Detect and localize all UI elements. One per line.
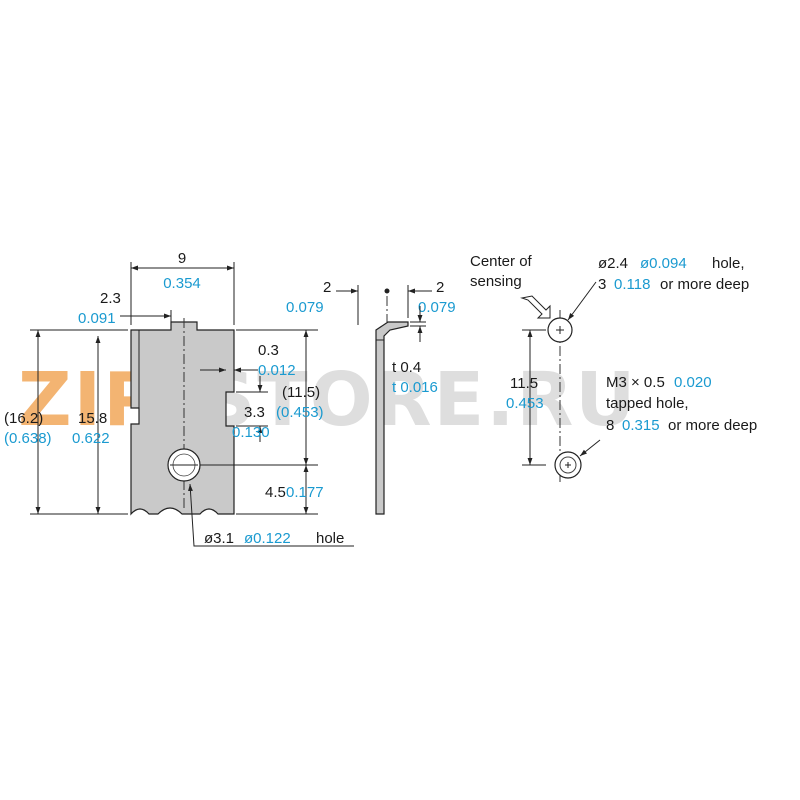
center-of-sensing-line2: sensing (470, 273, 522, 290)
side-sensing-dot (384, 288, 390, 294)
sense-height-in: (0.453) (276, 404, 324, 421)
spacing-in: 0.453 (506, 395, 544, 412)
top-hole-suffix: hole, (712, 255, 745, 272)
top-hole-mm: ø2.4 (598, 255, 628, 272)
hole-dia-suffix: hole (316, 530, 344, 547)
top-hole-in: ø0.094 (640, 255, 687, 272)
width-in: 0.354 (163, 275, 201, 292)
center-of-sensing-line1: Center of (470, 253, 533, 270)
slot-width-in: 0.012 (258, 362, 296, 379)
thickness-in: t 0.016 (392, 379, 438, 396)
sense-height-mm: (11.5) (282, 384, 320, 401)
side-right-in: 0.079 (418, 299, 456, 316)
mounting-view: Center of sensing ø2.4 ø0.094 hole, 3 0.… (470, 253, 757, 485)
hole-dia-in: ø0.122 (244, 530, 291, 547)
tap-depth-suffix: or more deep (668, 417, 757, 434)
tap-depth-in: 0.315 (622, 417, 660, 434)
hole-height-mm: 4.5 (265, 484, 286, 501)
hole-dia-mm: ø3.1 (204, 530, 234, 547)
overall-height-in: (0.638) (4, 430, 52, 447)
notch-offset-mm: 2.3 (100, 290, 121, 307)
tap-line2: tapped hole, (606, 395, 689, 412)
side-view: 2 0.079 2 0.079 t 0.4 t 0.016 (286, 279, 456, 515)
top-depth-in: 0.118 (614, 276, 650, 293)
slot-height-mm: 3.3 (244, 404, 265, 421)
slot-width-mm: 0.3 (258, 342, 279, 359)
front-view: 9 0.354 2.3 0.091 (16.2) (0.638) 15.8 0.… (4, 250, 354, 547)
body-height-in: 0.622 (72, 430, 110, 447)
body-height-mm: 15.8 (78, 410, 107, 427)
tap-pitch-in: 0.020 (674, 374, 712, 391)
thickness-mm: t 0.4 (392, 359, 421, 376)
side-left-mm: 2 (323, 279, 331, 296)
spacing-mm: 11.5 (510, 375, 538, 392)
slot-height-in: 0.130 (232, 424, 270, 441)
watermark: ZIP STORE.RU (18, 357, 637, 443)
side-plate (375, 321, 409, 515)
overall-height-mm: (16.2) (4, 410, 43, 427)
notch-offset-in: 0.091 (78, 310, 116, 327)
tap-thread-mm: M3 × 0.5 (606, 374, 665, 391)
width-mm: 9 (178, 250, 186, 267)
side-right-mm: 2 (436, 279, 444, 296)
front-plate (130, 321, 235, 516)
tap-depth-mm: 8 (606, 417, 614, 434)
sensing-arrow-icon (520, 295, 551, 319)
side-left-in: 0.079 (286, 299, 324, 316)
watermark-store: STORE.RU (202, 357, 637, 443)
top-depth-mm: 3 (598, 276, 606, 293)
top-depth-suffix: or more deep (660, 276, 749, 293)
hole-height-in: 0.177 (286, 484, 324, 501)
